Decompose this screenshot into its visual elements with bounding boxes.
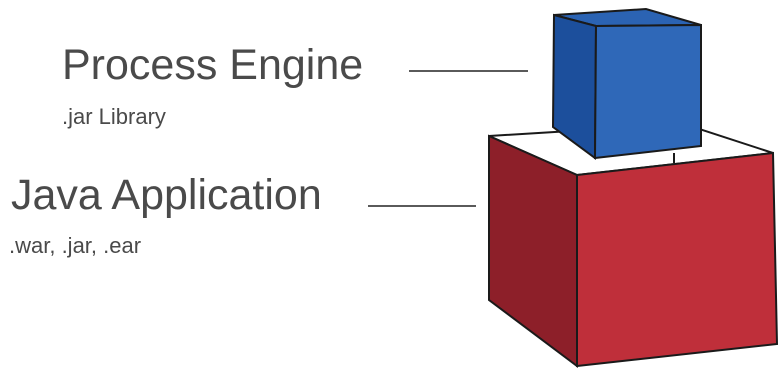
java-application-label: Java Application bbox=[11, 171, 322, 219]
java-application-cube bbox=[488, 122, 779, 368]
process-engine-cube-front-face bbox=[593, 23, 702, 160]
process-engine-label: Process Engine bbox=[62, 41, 364, 89]
java-application-subtitle: .war, .jar, .ear bbox=[9, 233, 142, 258]
process-engine-cube bbox=[551, 7, 702, 160]
java-application-cube-side-face bbox=[488, 134, 578, 368]
java-application-cube-front-face bbox=[576, 151, 779, 368]
process-engine-subtitle: .jar Library bbox=[62, 104, 166, 129]
